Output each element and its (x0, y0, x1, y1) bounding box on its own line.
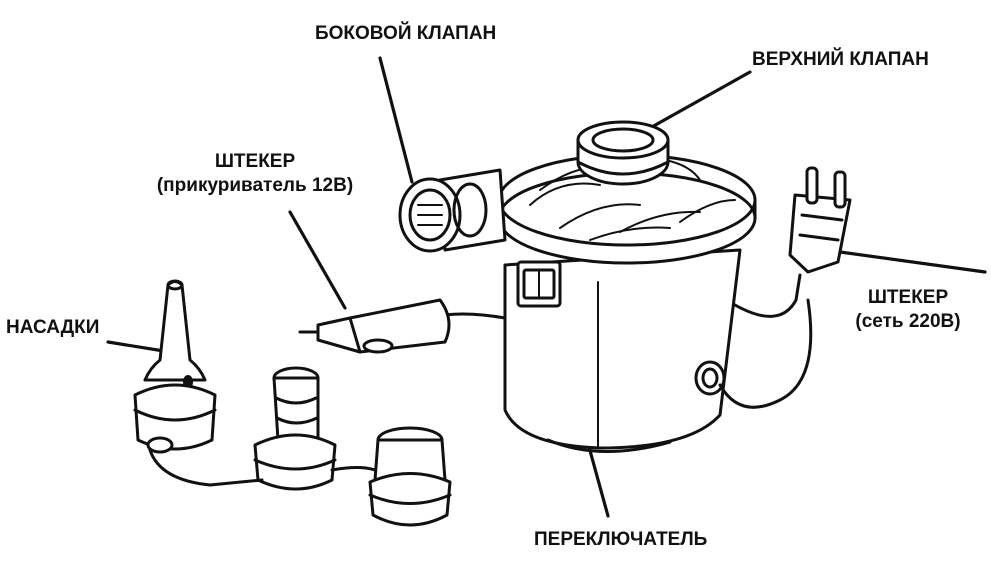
plug-220v (718, 166, 852, 409)
leader-plug-220v (838, 250, 987, 274)
leader-plug-12v (288, 210, 347, 310)
pump-body (497, 120, 757, 453)
nozzle-pointed (133, 279, 217, 454)
label-plug-12v-note: (прикуриватель 12В) (156, 175, 354, 196)
label-plug-220v-note: (сеть 220В) (855, 311, 961, 332)
label-plug-220v-title: ШТЕКЕР (867, 287, 949, 308)
label-top-valve: ВЕРХНИЙ КЛАПАН (752, 49, 929, 70)
label-switch: ПЕРЕКЛЮЧАТЕЛЬ (534, 529, 708, 550)
side-valve (398, 168, 507, 253)
leader-top-valve (648, 70, 752, 130)
label-side-valve: БОКОВОЙ КЛАПАН (315, 23, 497, 44)
nozzle-tether (148, 448, 377, 487)
nozzle-stepped (253, 366, 337, 491)
nozzle-wide (368, 426, 452, 527)
leader-side-valve (378, 56, 414, 184)
plug-12v (298, 298, 507, 354)
label-plug-12v: ШТЕКЕР (прикуриватель 12В) (130, 150, 380, 198)
label-plug-220v: ШТЕКЕР (сеть 220В) (838, 286, 978, 334)
label-plug-12v-title: ШТЕКЕР (214, 151, 296, 172)
label-nozzles: НАСАДКИ (6, 317, 100, 338)
